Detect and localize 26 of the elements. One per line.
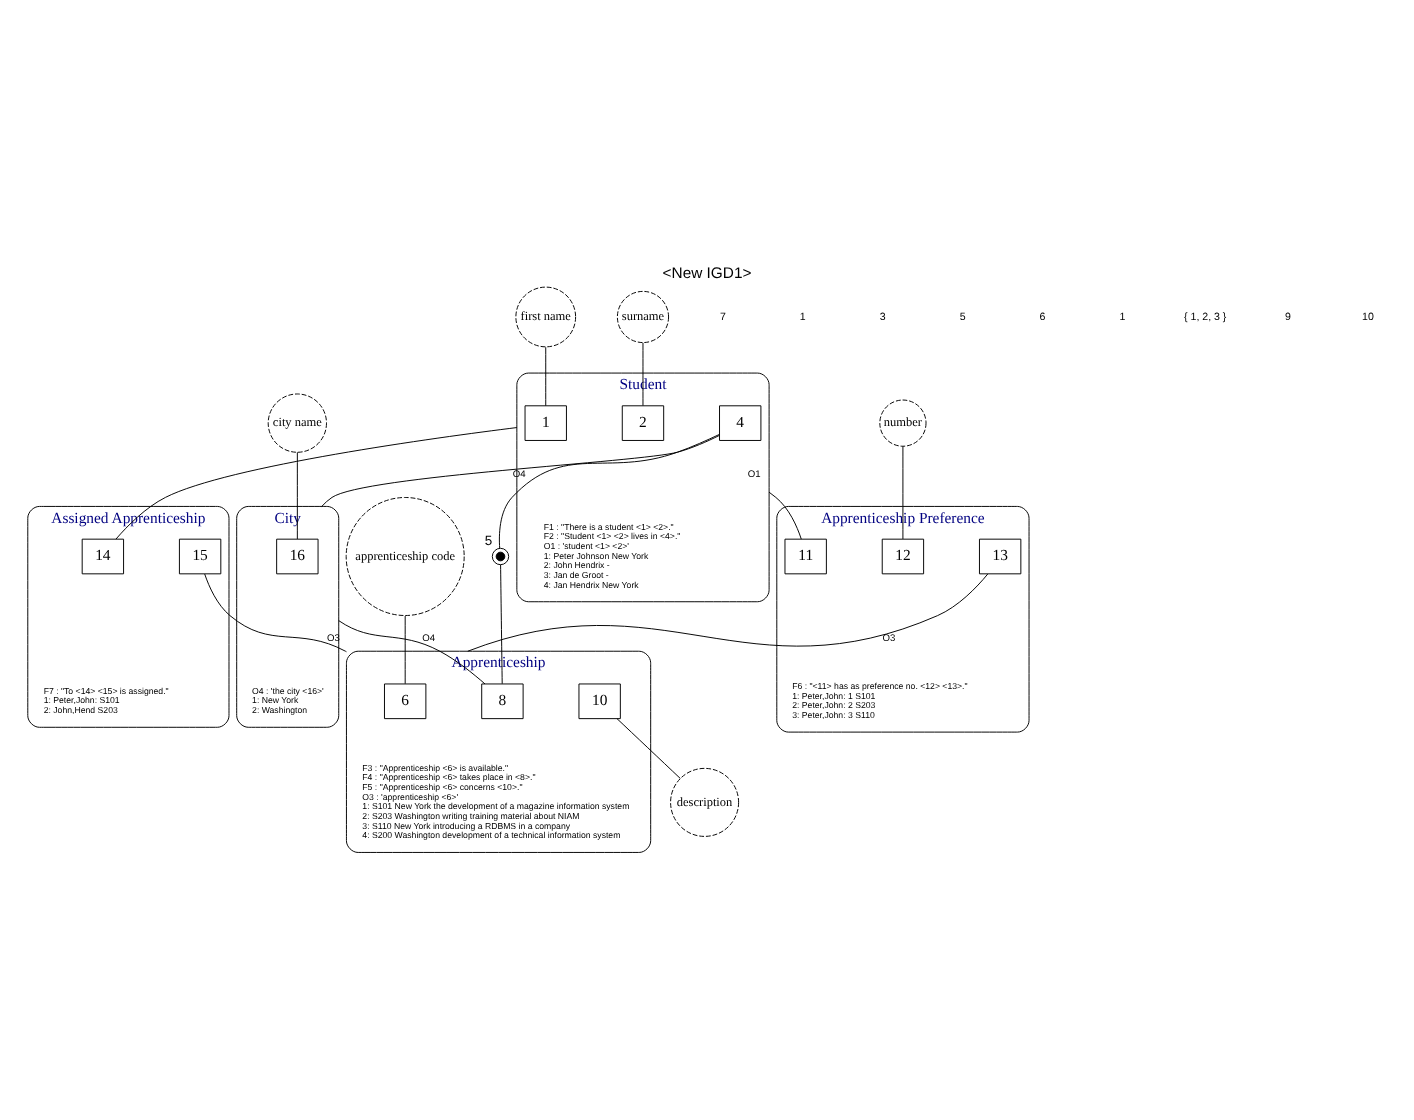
connector <box>115 426 518 539</box>
connector <box>498 432 720 548</box>
connector <box>404 614 406 684</box>
connector <box>902 444 904 539</box>
connector <box>500 563 503 684</box>
node-box: 11 <box>784 537 827 574</box>
node-box: 6 <box>384 682 427 719</box>
node-box: 4 <box>719 404 762 440</box>
connector <box>642 341 644 405</box>
node-box: 15 <box>178 537 222 574</box>
connector <box>296 450 298 539</box>
node-box: 13 <box>979 537 1022 574</box>
node-box: 12 <box>881 537 925 574</box>
connector <box>467 572 989 651</box>
connector <box>545 345 547 406</box>
connector <box>616 717 681 778</box>
node-box: 10 <box>578 682 621 719</box>
connector <box>204 572 347 652</box>
diagram-title: <New IGD1> <box>662 263 752 282</box>
node-box: 2 <box>621 404 665 440</box>
node-box: 1 <box>524 404 567 440</box>
connector <box>321 433 720 506</box>
node-box: 8 <box>481 682 524 719</box>
connector <box>338 619 486 684</box>
node-box: 14 <box>81 537 125 574</box>
node-box: 16 <box>276 537 319 574</box>
